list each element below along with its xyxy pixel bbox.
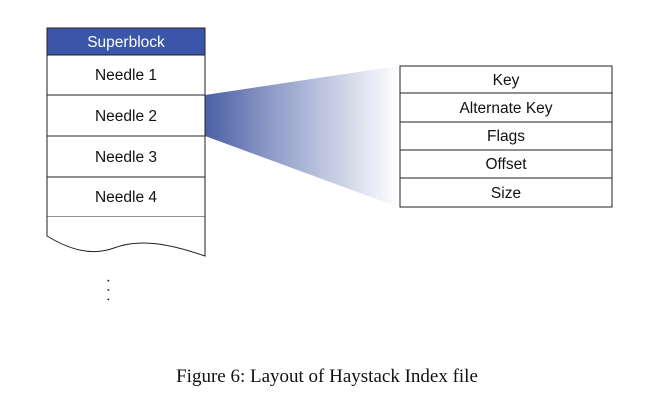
index-file-column: Superblock Needle 1 Needle 2 Needle 3 Ne… [46,27,206,302]
record-field-label: Flags [487,128,525,145]
needle-label: Needle 1 [95,67,157,84]
record-field-label: Alternate Key [459,100,552,117]
record-field-label: Offset [485,156,527,173]
needle-record-table: Key Alternate Key Flags Offset Size [399,65,613,208]
needle-cell [46,135,206,178]
continuation-dots: · · · [100,278,117,302]
continuation-wave [46,217,206,257]
superblock-cell [46,27,206,56]
needle-label: Needle 4 [95,189,157,206]
record-field-cell [399,177,613,208]
needle-cell [46,94,206,137]
record-field-label: Size [491,185,521,202]
superblock-label: Superblock [87,34,165,51]
needle-cell [46,54,206,96]
needle-label: Needle 3 [95,149,157,166]
record-field-cell [399,121,613,151]
record-field-label: Key [493,72,520,89]
expansion-fan [205,66,398,207]
record-field-cell [399,65,613,94]
figure-caption: Figure 6: Layout of Haystack Index file [176,366,478,387]
needle-label: Needle 2 [95,108,157,125]
